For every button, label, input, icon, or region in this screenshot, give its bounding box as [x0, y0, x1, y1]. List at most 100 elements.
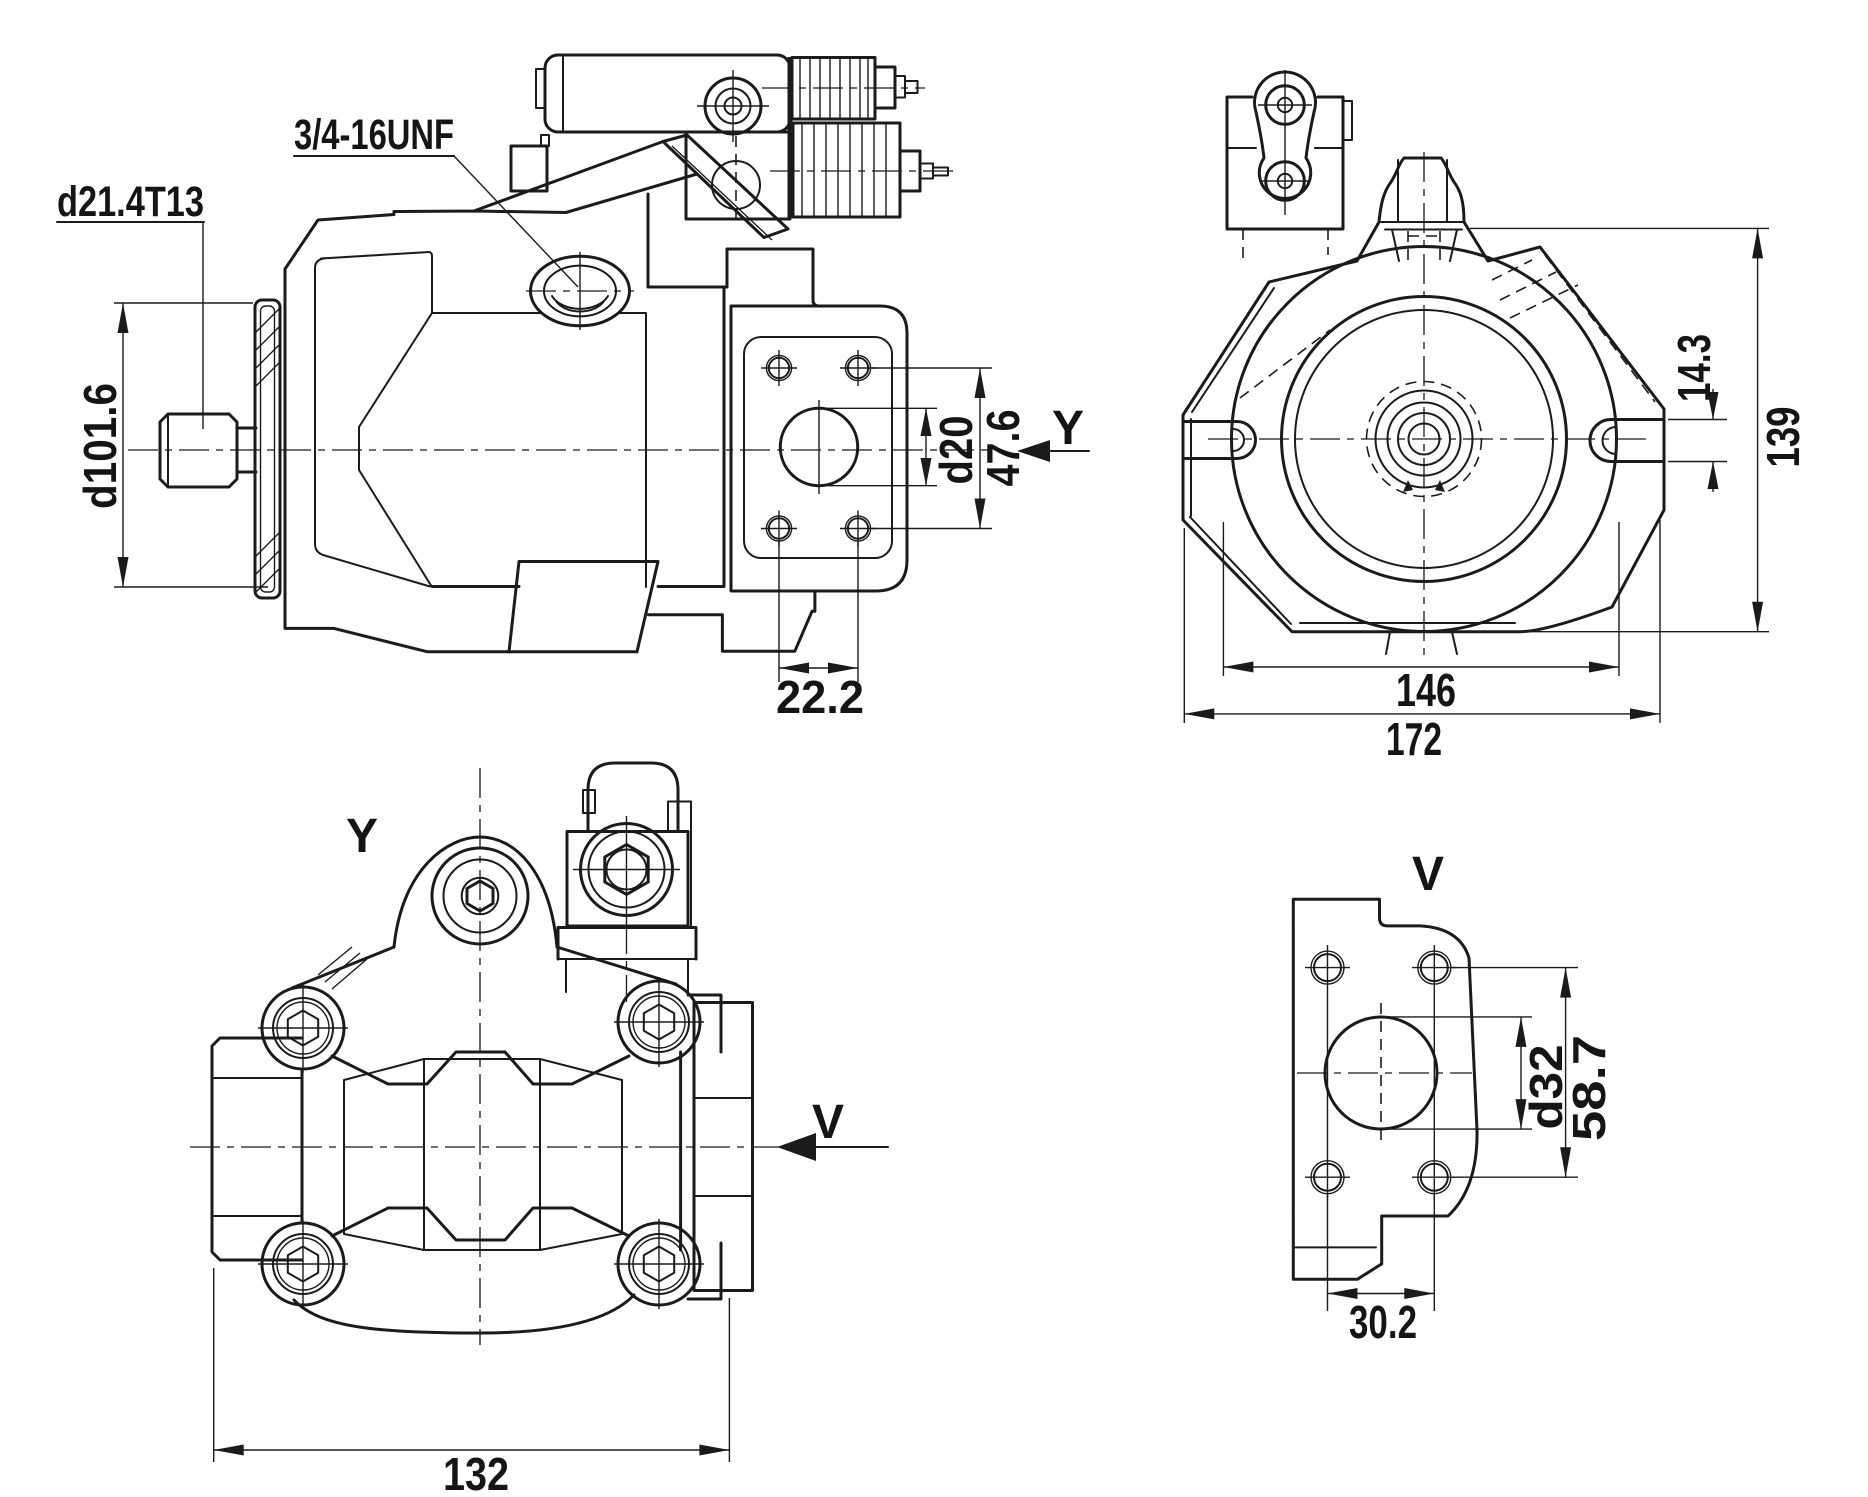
dim-172: 172: [1183, 520, 1661, 765]
dim-132-polygon-2: [699, 1444, 730, 1456]
dim-d101-6: d101.6: [74, 302, 268, 588]
dim-text-139: 139: [1757, 407, 1809, 468]
side-view: d101.6 d20 47.6 22.2: [56, 53, 1090, 723]
label-port-thread-line-2: [453, 155, 579, 288]
front-right-ear-slot: [1588, 418, 1666, 463]
top-bracket-upper-path-9: [330, 1050, 631, 1086]
dim-58-7-polygon-2: [1560, 1147, 1572, 1178]
side-body: [283, 192, 821, 654]
top-bracket-upper-circle-8: [442, 858, 518, 934]
side-port-bolts: [761, 350, 876, 547]
side-control-valve-rect-9: [904, 80, 919, 94]
side-port-block-path-1: [729, 304, 909, 593]
top-valve-path-5: [667, 800, 692, 927]
side-body-path-3: [647, 589, 817, 653]
side-body-path-8: [431, 312, 647, 588]
dim-30-2-polygon-2: [1404, 1288, 1435, 1299]
label-text-port-view: V: [1412, 848, 1444, 901]
front-circles: [1230, 245, 1618, 633]
top-body-path-1: [210, 1036, 304, 1262]
dim-text-d101-6: d101.6: [74, 383, 126, 509]
front-left-ear-slot: [1181, 420, 1257, 460]
top-bracket-lower-path-2: [258, 1219, 348, 1309]
dim-text-d32: d32: [1520, 1045, 1572, 1130]
front-hub-circle-5: [1407, 422, 1441, 456]
top-view: Y: [190, 761, 889, 1497]
side-body-path-7: [320, 251, 433, 314]
label-text-y-arrow: Y: [1052, 402, 1084, 455]
dim-146: 146: [1222, 522, 1620, 716]
top-bracket-upper-path-8: [686, 993, 723, 1054]
top-bracket-upper-path-4: [614, 977, 704, 1067]
port-face-view: V d32: [1291, 848, 1615, 1348]
side-body-path-10: [314, 257, 431, 588]
side-valve-bracket-path-3: [661, 133, 790, 239]
front-right-ear-slot-path-2: [1588, 418, 1613, 463]
dim-d20-polygon-1: [920, 408, 932, 436]
top-bracket-lower-path-7: [686, 1241, 723, 1301]
label-shaft-spline: d21.4T13: [56, 178, 205, 429]
dim-text-14-3: 14.3: [1668, 334, 1720, 402]
top-body-path-7: [693, 1097, 754, 1197]
side-valve-bracket-path-1: [472, 140, 665, 213]
front-right-ear-slot-path-3: [1601, 426, 1617, 455]
dim-22-2: 22.2: [776, 542, 864, 723]
port-face-bolts-path-1: [1305, 945, 1457, 1200]
top-bracket-upper-path-6: [392, 835, 559, 949]
dim-139-polygon-2: [1752, 601, 1764, 632]
label-text-top-view: Y: [346, 810, 378, 863]
port-face-bolts: [1305, 945, 1457, 1200]
side-control-valve-rect-2: [535, 68, 546, 109]
port-face-plate-path-1: [1291, 897, 1479, 1281]
dim-text-132: 132: [443, 1448, 509, 1497]
label-text-v-arrow: V: [812, 1096, 844, 1149]
section-arrow-y-polygon-1: [1017, 440, 1050, 462]
label-port-thread: 3/4-16UNF: [293, 111, 579, 288]
dim-d101-6-polygon-1: [117, 303, 129, 333]
front-view: 14.3 139 146 172: [1181, 70, 1809, 765]
dim-146-polygon-1: [1223, 661, 1254, 673]
dim-text-172: 172: [1386, 713, 1442, 765]
dim-14-3-polygon-2: [1707, 461, 1719, 489]
side-control-valve-rect-10: [791, 121, 902, 219]
label-text-shaft-spline: d21.4T13: [57, 178, 204, 226]
dim-d20-polygon-2: [920, 458, 932, 486]
dim-text-146: 146: [1396, 664, 1456, 716]
top-valve: [556, 761, 698, 1002]
side-mounting-flange-path-1: [255, 308, 280, 593]
side-valve-bracket-path-4: [671, 145, 773, 241]
top-valve-path-4: [586, 761, 680, 833]
side-body-path-6: [283, 209, 568, 271]
dim-text-22-2: 22.2: [776, 671, 864, 723]
side-control-valve-circle-4: [711, 160, 761, 210]
dim-58-7: 58.7: [1452, 966, 1615, 1178]
front-hub-circle-4: [1397, 412, 1451, 466]
front-hub-circle-2: [1365, 380, 1483, 498]
side-shaft-path-1: [158, 412, 239, 489]
front-hub-polygon-2: [1435, 480, 1445, 492]
side-port-block: [729, 304, 909, 593]
top-body-path-2: [211, 1077, 303, 1217]
front-circles-circle-2: [1280, 295, 1568, 583]
dim-d32: d32: [1383, 1016, 1572, 1130]
front-hub-circle-3: [1386, 401, 1462, 477]
dim-text-d20: d20: [930, 416, 982, 485]
dim-d32-polygon-1: [1515, 1016, 1527, 1047]
dim-47-6-polygon-1: [974, 368, 986, 398]
side-control-valve-path-1: [799, 57, 869, 119]
dim-172-polygon-1: [1184, 708, 1215, 720]
front-hub: [1365, 380, 1483, 498]
dim-30-2-polygon-1: [1327, 1288, 1358, 1299]
front-right-ear-slot-path-1: [1609, 418, 1666, 463]
section-arrow-v-polygon-1: [777, 1133, 816, 1161]
front-hub-circle-1: [1374, 389, 1474, 489]
dim-text-47-6: 47.6: [977, 410, 1029, 487]
side-valve-bracket-path-2: [564, 172, 699, 214]
port-face-plate: [1291, 897, 1479, 1281]
dim-22-2-polygon-2: [828, 662, 858, 674]
side-control-valve: [509, 53, 955, 221]
dim-text-30-2: 30.2: [1349, 1296, 1417, 1348]
front-valve-block-path-1: [1225, 95, 1345, 231]
front-hub-polygon-1: [1403, 480, 1413, 492]
